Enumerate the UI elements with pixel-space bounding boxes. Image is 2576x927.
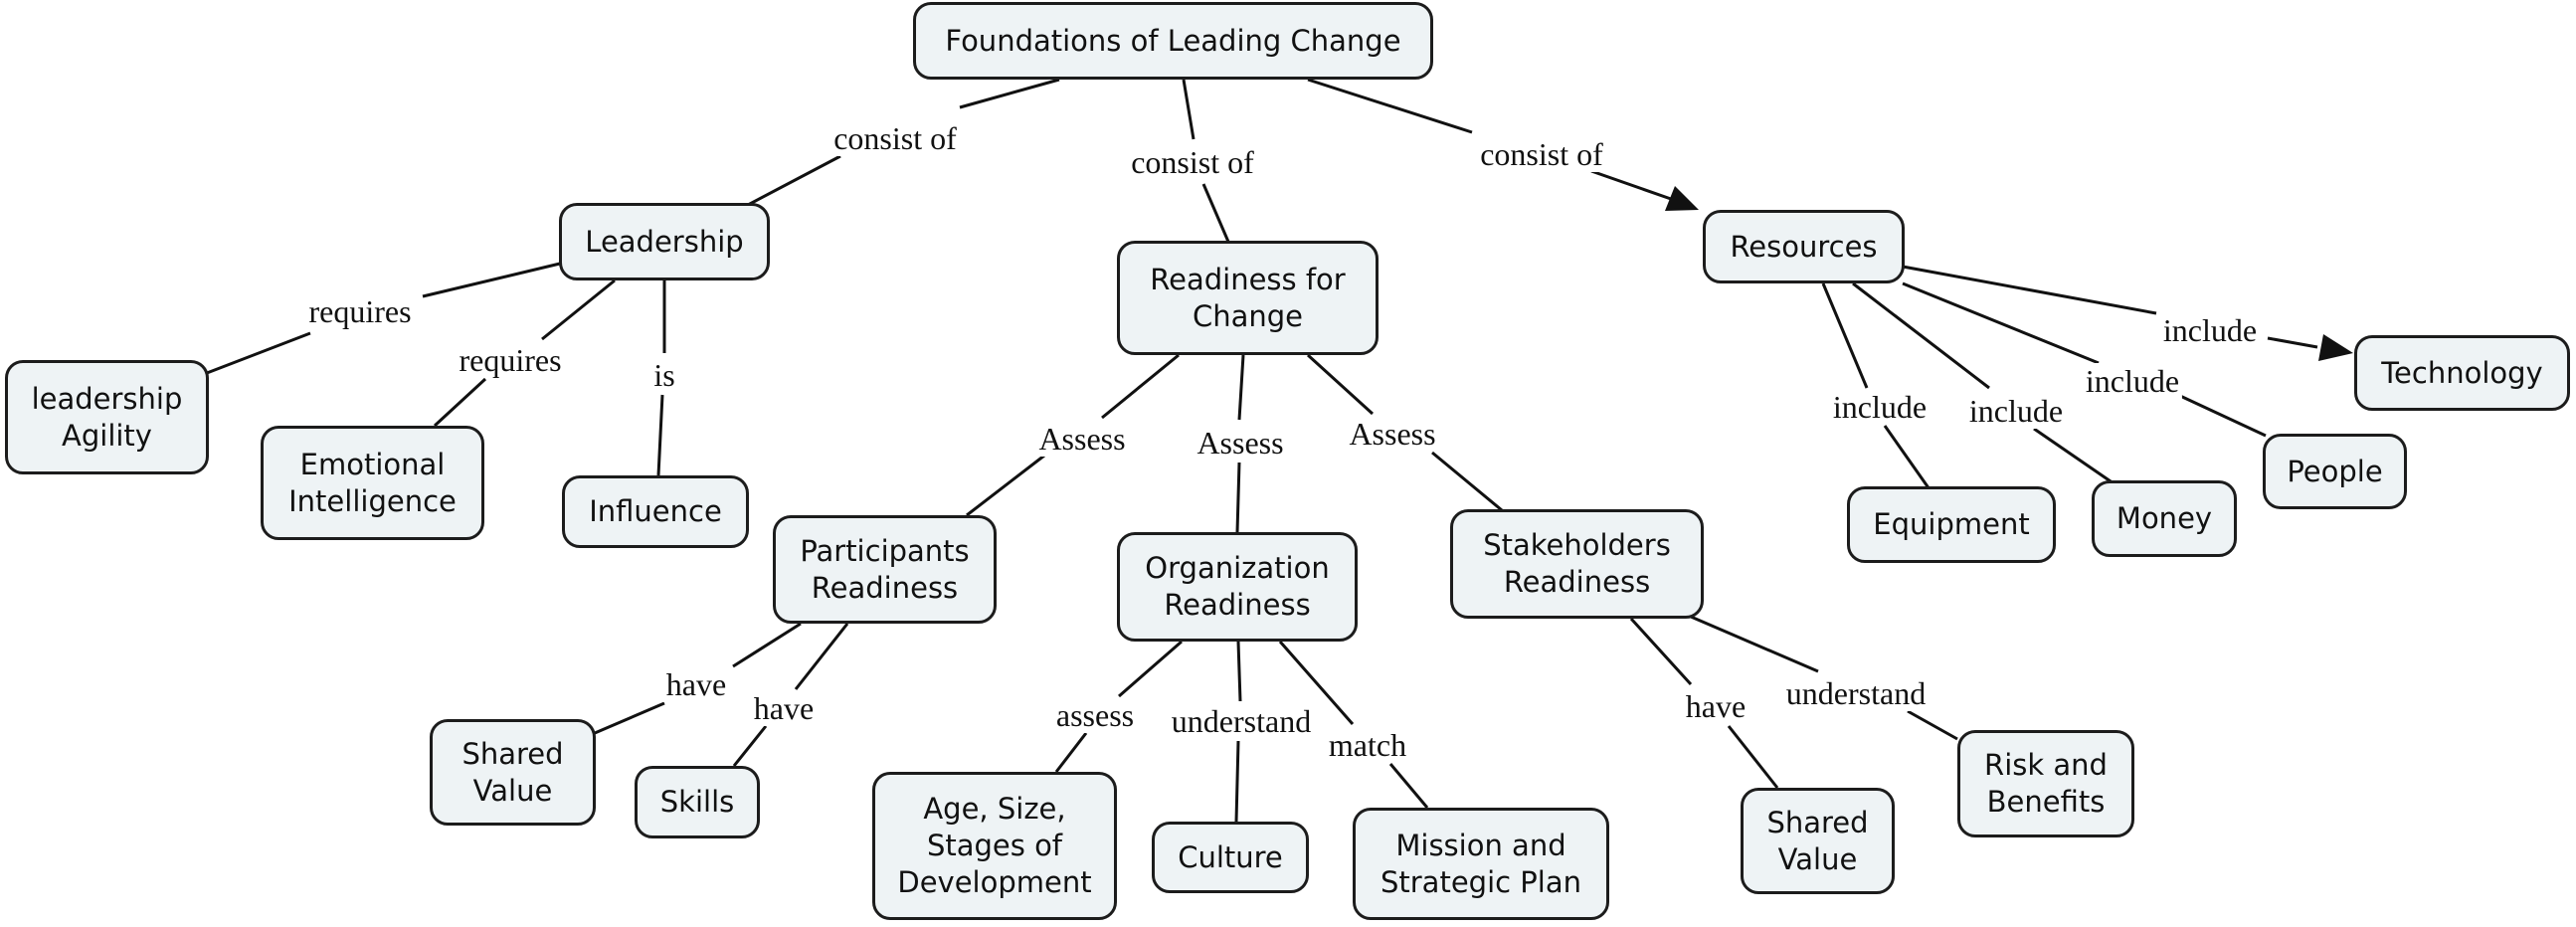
label-readiness-participants: Assess [1035,421,1129,457]
edge-organization-culture [1234,641,1242,823]
label-stakeholders-risk: understand [1782,675,1930,711]
node-readiness-for-change[interactable]: Readiness for Change [1117,241,1379,355]
arrowhead-technology [2318,334,2353,361]
node-age-size-stages[interactable]: Age, Size, Stages of Development [872,772,1117,920]
node-foundations-of-leading-change[interactable]: Foundations of Leading Change [913,2,1433,80]
node-skills[interactable]: Skills [635,766,760,838]
edge-readiness-participants [966,353,1180,517]
edge-root-readiness [1182,79,1230,243]
label-leadership-influence: is [650,357,678,393]
node-influence[interactable]: Influence [562,475,749,548]
label-resources-people: include [2082,363,2183,399]
edge-readiness-stakeholders [1306,353,1503,512]
edge-stakeholders-risk [1690,615,1958,741]
edge-root-resources [1307,78,1672,201]
node-organization-readiness[interactable]: Organization Readiness [1117,532,1358,642]
edge-resources-technology [1902,265,2318,349]
edge-root-leadership [747,78,1060,207]
edge-resources-people [1902,281,2267,438]
node-money[interactable]: Money [2092,480,2237,557]
label-root-leadership: consist of [830,120,960,156]
label-organization-culture: understand [1168,703,1315,739]
label-participants-shared: have [662,666,730,702]
edge-participants-skills [732,623,849,767]
label-root-resources: consist of [1477,136,1606,172]
node-leadership-agility[interactable]: leadership Agility [5,360,209,474]
node-risk-and-benefits[interactable]: Risk and Benefits [1957,730,2134,837]
edge-organization-age [1054,640,1183,773]
edge-readiness-organization [1235,354,1245,533]
edge-leadership-agility [206,262,561,375]
node-emotional-intelligence[interactable]: Emotional Intelligence [261,426,484,540]
label-resources-technology: include [2159,312,2261,348]
node-mission-strategic-plan[interactable]: Mission and Strategic Plan [1353,808,1609,920]
label-participants-skills: have [750,690,818,726]
edge-leadership-influence [656,280,666,476]
node-resources[interactable]: Resources [1703,210,1905,283]
node-participants-readiness[interactable]: Participants Readiness [773,515,997,624]
label-organization-mission: match [1325,727,1410,763]
edge-stakeholders-shared [1629,617,1779,789]
node-technology[interactable]: Technology [2354,335,2570,411]
edge-resources-equipment [1821,282,1932,490]
label-resources-equipment: include [1829,389,1931,425]
node-shared-value-stakeholders[interactable]: Shared Value [1741,788,1895,894]
node-equipment[interactable]: Equipment [1847,486,2056,563]
label-root-readiness: consist of [1128,144,1257,180]
node-shared-value-participants[interactable]: Shared Value [430,719,596,826]
label-stakeholders-shared: have [1682,688,1749,724]
node-stakeholders-readiness[interactable]: Stakeholders Readiness [1450,509,1704,619]
edge-participants-shared [594,622,802,735]
label-readiness-organization: Assess [1194,425,1287,461]
label-resources-money: include [1965,393,2067,429]
node-culture[interactable]: Culture [1152,822,1309,893]
edge-organization-mission [1278,641,1429,809]
label-leadership-agility: requires [305,293,415,329]
label-organization-age: assess [1052,697,1138,733]
edge-resources-money [1852,281,2115,485]
node-leadership[interactable]: Leadership [559,203,770,280]
arrowhead-resources [1665,186,1699,211]
edge-leadership-emotional [433,278,616,428]
label-leadership-emotional: requires [456,342,565,378]
node-people[interactable]: People [2263,434,2407,509]
label-readiness-stakeholders: Assess [1346,416,1439,452]
